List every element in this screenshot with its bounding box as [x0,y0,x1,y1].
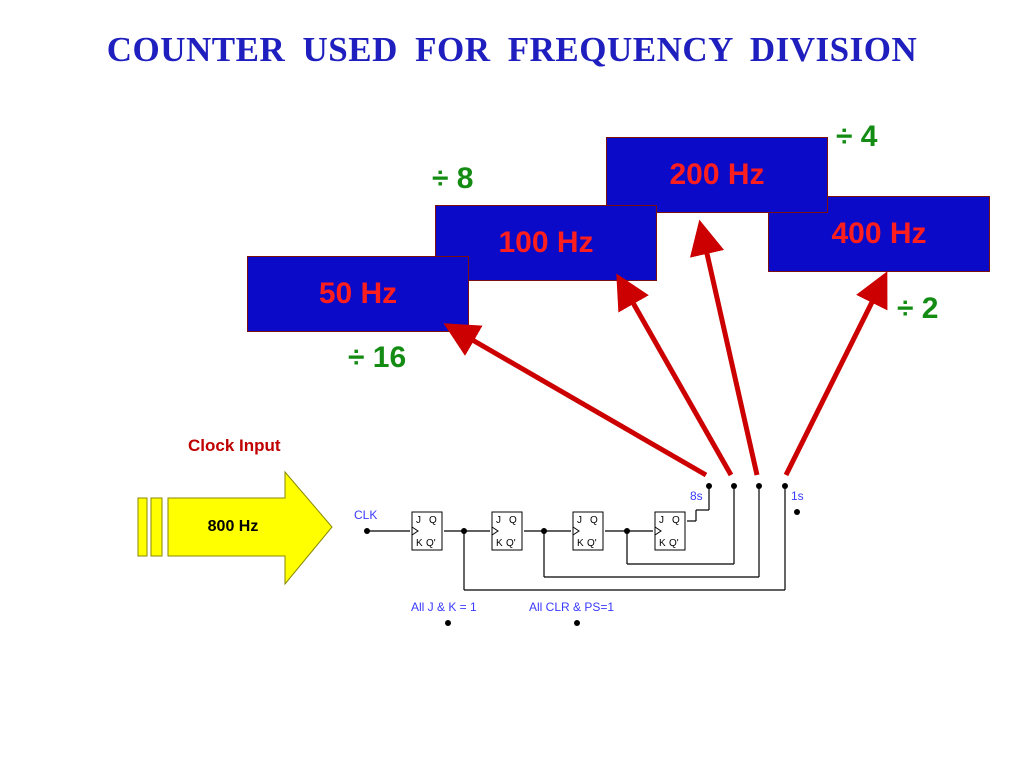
box-200hz: 200 Hz [606,137,828,213]
ff3-pin-k: K [577,538,584,549]
output-node-8s [706,483,712,489]
arrow-to-100hz [616,273,734,477]
ff2-pin-qbar: Q' [506,538,516,549]
flip-flop-1 [411,511,443,551]
clk-label: CLK [354,508,378,522]
ff3-pin-qbar: Q' [587,538,597,549]
output-node-1s [782,483,788,489]
ff1-pin-q: Q [429,515,437,526]
ff2-pin-k: K [496,538,503,549]
arrow-to-50hz [443,323,708,478]
divider-2-label: ÷ 2 [897,292,939,325]
jk-note: All J & K = 1 [411,600,477,614]
box-400hz-label: 400 Hz [831,217,927,250]
clk-node [364,528,370,534]
box-400hz: 400 Hz [768,196,990,272]
ff1-pin-qbar: Q' [426,538,436,549]
box-50hz-label: 50 Hz [318,277,398,310]
clock-frequency: 800 Hz [207,518,259,535]
divider-8-label: ÷ 8 [432,162,474,195]
arrow-to-200hz [689,219,760,476]
ff4-pin-j: J [659,515,664,526]
junction-3 [624,528,630,534]
clr-note: All CLR & PS=1 [529,600,615,614]
divider-4-label: ÷ 4 [836,120,878,153]
ff4-pin-k: K [659,538,666,549]
clock-bar-2 [150,497,163,557]
box-100hz: 100 Hz [435,205,657,281]
junction-1 [461,528,467,534]
ff3-pin-j: J [577,515,582,526]
flip-flop-4 [654,511,686,551]
flip-flop-2 [491,511,523,551]
output-8s-label: 8s [690,489,703,503]
ff1-pin-k: K [416,538,423,549]
clock-bar-1 [137,497,148,557]
ff3-pin-q: Q [590,515,598,526]
divider-16-label: ÷ 16 [348,341,407,374]
ff4-pin-q: Q [672,515,680,526]
page-title: COUNTER USED FOR FREQUENCY DIVISION [106,30,918,69]
ff2-pin-q: Q [509,515,517,526]
ff2-pin-j: J [496,515,501,526]
clock-input-label: Clock Input [188,436,281,455]
clr-node [574,620,580,626]
ff4-pin-qbar: Q' [669,538,679,549]
clock-arrow [137,470,333,586]
junction-2 [541,528,547,534]
output-node-4s [731,483,737,489]
jk-node [445,620,451,626]
arrow-to-400hz [783,271,888,477]
box-200hz-label: 200 Hz [669,158,765,191]
output-node-2s [756,483,762,489]
box-50hz: 50 Hz [247,256,469,332]
clock-arrow-shape [167,470,333,586]
ff1-pin-j: J [416,515,421,526]
box-100hz-label: 100 Hz [498,226,594,259]
flip-flop-3 [572,511,604,551]
node-1s-extra [794,509,800,515]
output-1s-label: 1s [791,489,804,503]
